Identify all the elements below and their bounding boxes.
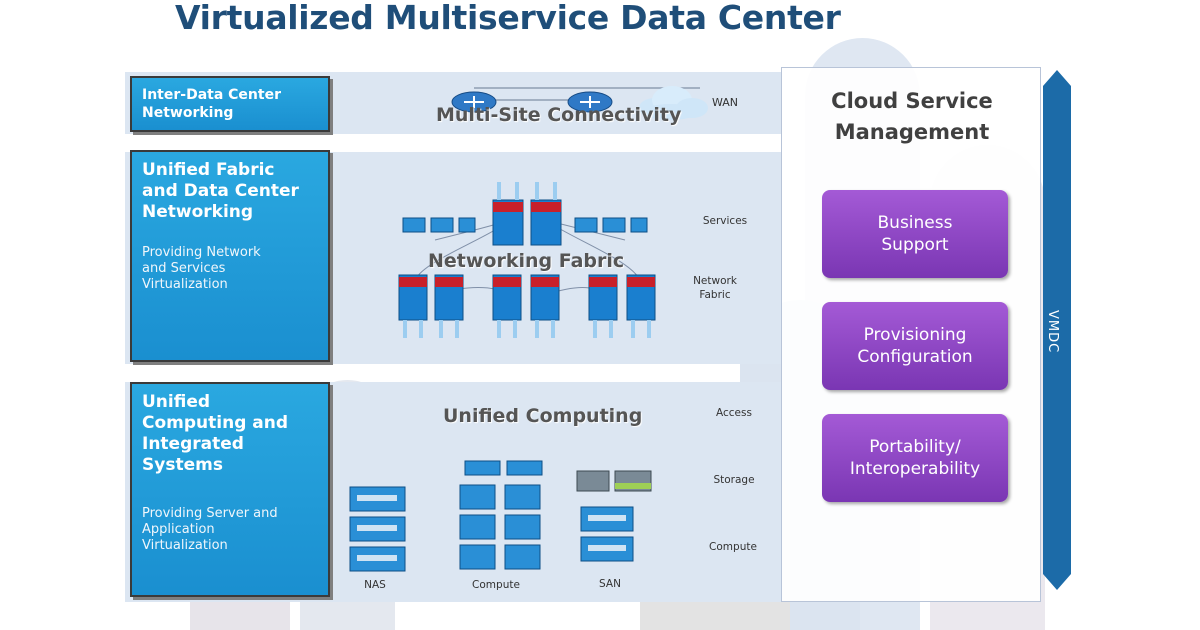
network-fabric-side-label-1: Network bbox=[693, 275, 737, 287]
wan-side-label: WAN bbox=[712, 96, 739, 109]
box-line: Portability/ bbox=[869, 437, 961, 457]
layer-box-unified-computing: Unified Computing and Integrated Systems… bbox=[130, 382, 330, 597]
san-label: SAN bbox=[599, 578, 621, 590]
layer-subtext: Providing Server and Application Virtual… bbox=[142, 506, 278, 553]
vmdc-arrow bbox=[1043, 70, 1071, 590]
networking-fabric-diagram bbox=[398, 182, 656, 338]
layer-heading: Inter-Data Center Networking bbox=[142, 87, 281, 121]
provisioning-configuration-box: Provisioning Configuration bbox=[822, 302, 1008, 390]
compute-side-label: Compute bbox=[709, 541, 757, 553]
wan-section-label: Multi-Site Connectivity bbox=[436, 104, 682, 126]
wan-diagram bbox=[451, 86, 708, 120]
box-line: Support bbox=[881, 235, 949, 255]
layer-heading: Unified Fabric and Data Center Networkin… bbox=[142, 160, 299, 222]
box-line: Interoperability bbox=[849, 459, 981, 479]
fabric-section-label: Networking Fabric bbox=[428, 250, 625, 272]
portability-interoperability-box: Portability/ Interoperability bbox=[822, 414, 1008, 502]
storage-side-label: Storage bbox=[713, 474, 755, 486]
box-line: Business bbox=[877, 213, 953, 233]
compute-label: Compute bbox=[472, 579, 520, 591]
layer-heading: Unified Computing and Integrated Systems bbox=[142, 392, 289, 475]
business-support-box: Business Support bbox=[822, 190, 1008, 278]
network-fabric-side-label-2: Fabric bbox=[699, 289, 731, 301]
vmdc-label: VMDC bbox=[1045, 310, 1060, 354]
page-title: Virtualized Multiservice Data Center bbox=[175, 0, 841, 37]
computing-section-label: Unified Computing bbox=[443, 405, 643, 427]
layer-subtext: Providing Network and Services Virtualiz… bbox=[142, 245, 261, 292]
box-line: Configuration bbox=[857, 347, 973, 367]
unified-computing-diagram bbox=[349, 460, 652, 572]
panel-title-line2: Management bbox=[834, 120, 990, 144]
layer-box-inter-dc: Inter-Data Center Networking bbox=[130, 76, 330, 132]
layer-box-unified-fabric: Unified Fabric and Data Center Networkin… bbox=[130, 150, 330, 362]
cloud-service-management-panel: Cloud Service Management Business Suppor… bbox=[781, 67, 1041, 602]
panel-title: Cloud Service Management bbox=[782, 86, 1042, 148]
access-side-label: Access bbox=[716, 407, 752, 419]
services-side-label: Services bbox=[702, 215, 748, 227]
box-line: Provisioning bbox=[863, 325, 967, 345]
panel-title-line1: Cloud Service bbox=[831, 89, 993, 113]
nas-label: NAS bbox=[364, 579, 386, 591]
